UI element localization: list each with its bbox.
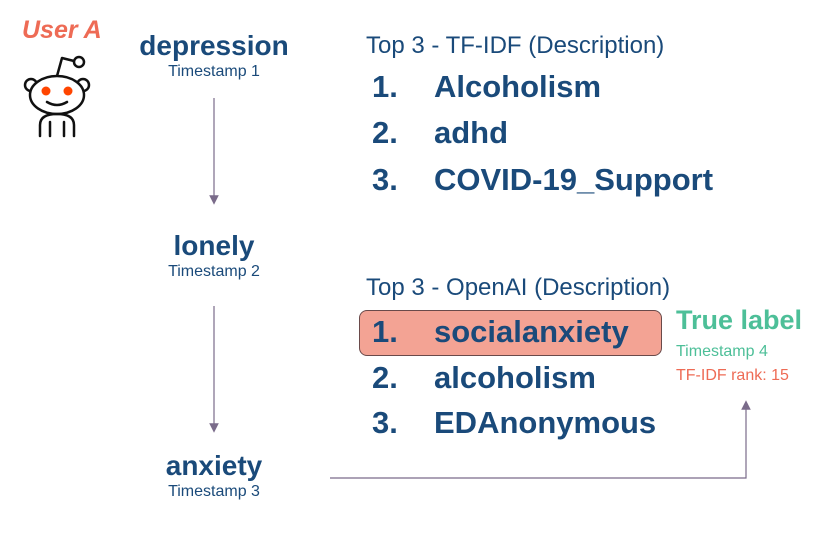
true-label-title: True label [676,305,803,335]
rank-number: 1. [372,69,398,104]
rank-label: COVID-19_Support [434,162,714,197]
rank-number: 3. [372,162,398,197]
rank-label: alcoholism [434,360,596,395]
timeline-node-1: depression Timestamp 1 [104,30,324,82]
node-term: anxiety [165,450,263,481]
reddit-alien-icon [22,50,92,138]
tfidf-section-title: Top 3 - TF-IDF (Description) [366,32,665,59]
rank-label: EDAnonymous [434,405,657,440]
tfidf-rank-item-3: 3. COVID-19_Support [372,162,713,198]
user-label: User A [22,16,102,44]
node-term: lonely [173,230,255,261]
tfidf-rank-item-2: 2. adhd [372,115,508,151]
openai-rank-item-2: 2. alcoholism [372,360,596,396]
rank-number: 1. [372,314,398,349]
openai-section-title: Top 3 - OpenAI (Description) [366,274,671,301]
node-timestamp: Timestamp 3 [168,483,260,500]
rank-label: socialanxiety [434,314,629,349]
arrow-3-to-true-label [330,400,751,479]
timeline-node-3: anxiety Timestamp 3 [104,450,324,502]
timeline-node-2: lonely Timestamp 2 [104,230,324,282]
openai-rank-item-1: 1. socialanxiety [372,314,629,350]
rank-number: 2. [372,360,398,395]
rank-label: adhd [434,115,509,150]
node-timestamp: Timestamp 2 [168,263,260,280]
tfidf-rank-item-1: 1. Alcoholism [372,69,601,105]
true-label-highlight [359,310,662,356]
node-term: depression [139,30,289,61]
rank-number: 3. [372,405,398,440]
true-label-timestamp: Timestamp 4 [676,343,768,360]
node-timestamp: Timestamp 1 [168,63,260,80]
openai-rank-item-3: 3. EDAnonymous [372,405,656,441]
true-label-tfidf-rank: TF-IDF rank: 15 [676,367,789,384]
rank-label: Alcoholism [434,69,602,104]
rank-number: 2. [372,115,398,150]
